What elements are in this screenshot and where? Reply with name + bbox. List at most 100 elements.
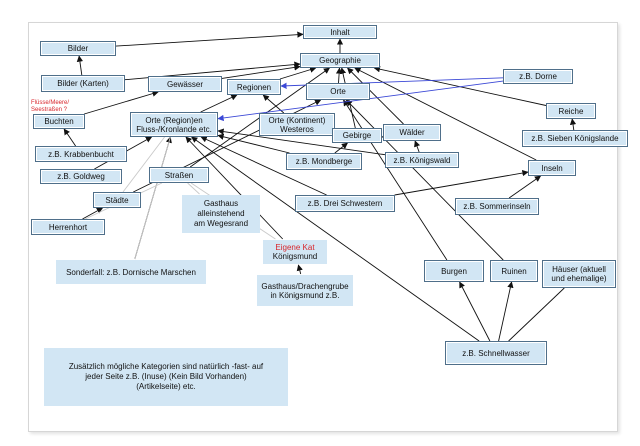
- node-zusatz[interactable]: Zusätzlich mögliche Kategorien sind natü…: [44, 348, 288, 406]
- edge-krabbenbucht-to-buchten: [63, 128, 76, 147]
- edge-schnellwasser-to-haeuser: [508, 287, 565, 342]
- node-goldweg[interactable]: z.B. Goldweg: [40, 169, 122, 184]
- edge-drachengrube-to-eigene-kat: [296, 264, 303, 275]
- edge-drei-schwestern-to-orte-region: [200, 136, 327, 196]
- node-sommerinseln-label-0: z.B. Sommerinseln: [463, 202, 531, 211]
- node-gasthaus-label-0: Gasthaus: [203, 199, 239, 208]
- edge-buchten-to-gewaesser: [84, 90, 159, 115]
- node-schnellwasser[interactable]: z.B. Schnellwasser: [445, 341, 547, 365]
- edge-staedte-to-orte-region: [122, 136, 165, 193]
- node-drei-schwestern-label-0: z.B. Drei Schwestern: [307, 199, 383, 208]
- node-sommerinseln[interactable]: z.B. Sommerinseln: [455, 198, 539, 215]
- edge-strassen-to-geographie: [189, 67, 331, 168]
- node-orte[interactable]: Orte: [306, 83, 370, 100]
- node-koenigslande[interactable]: z.B. Sieben Königslande: [522, 130, 628, 147]
- node-bilder-label-0: Bilder: [67, 44, 89, 53]
- edge-dorne-to-orte-region: [217, 80, 504, 122]
- edge-drei-schwestern-to-inseln: [394, 169, 529, 196]
- node-dorne-label-0: z.B. Dorne: [519, 72, 557, 81]
- node-gasthaus-label-2: am Wegesrand: [193, 219, 249, 228]
- node-orte-kontinent-label-1: Westeros: [280, 124, 314, 134]
- node-reiche-label-0: Reiche: [558, 106, 584, 116]
- node-reiche[interactable]: Reiche: [546, 103, 596, 119]
- node-bilder-karten[interactable]: Bilder (Karten): [41, 75, 125, 92]
- node-bilder-karten-label-0: Bilder (Karten): [57, 79, 109, 88]
- node-regionen[interactable]: Regionen: [227, 79, 281, 95]
- node-drachengrube-label-0: Gasthaus/Drachengrube: [261, 281, 349, 291]
- node-waelder[interactable]: Wälder: [383, 124, 441, 141]
- node-koenigswald-label-0: z.B. Königswald: [393, 155, 451, 165]
- edge-sommerinseln-to-inseln: [508, 175, 542, 199]
- node-drei-schwestern[interactable]: z.B. Drei Schwestern: [295, 195, 395, 212]
- node-krabbenbucht[interactable]: z.B. Krabbenbucht: [35, 146, 127, 162]
- edge-bilder-karten-to-bilder: [76, 55, 84, 76]
- node-orte-kontinent[interactable]: Orte (Kontinent)Westeros: [259, 113, 335, 136]
- edge-herrenhort-to-staedte: [82, 207, 104, 220]
- node-koenigslande-label-0: z.B. Sieben Königslande: [531, 134, 619, 143]
- node-zusatz-label-1: jeder Seite z.B. (Inuse) (Kein Bild Vorh…: [85, 372, 247, 381]
- node-geographie-label-0: Geographie: [319, 56, 361, 65]
- node-inseln[interactable]: Inseln: [528, 160, 576, 176]
- side-note-line-2: Seestraßen ?: [31, 107, 68, 113]
- edge-marschen-to-orte-region: [134, 136, 171, 260]
- edge-schnellwasser-to-ruinen: [498, 281, 514, 342]
- edge-waelder-to-geographie: [347, 67, 404, 125]
- edge-schnellwasser-to-orte-region: [191, 136, 480, 342]
- node-haeuser-label-0: Häuser (aktuell: [552, 265, 606, 274]
- side-note-fluesse: Flüsse/Meere/ Seestraßen ?: [31, 100, 79, 118]
- node-zusatz-label-2: (Artikelseite) etc.: [136, 382, 196, 391]
- node-mondberge-label-0: z.B. Mondberge: [295, 157, 353, 166]
- node-herrenhort[interactable]: Herrenhort: [31, 219, 105, 235]
- node-strassen[interactable]: Straßen: [149, 167, 209, 183]
- node-gebirge-label-0: Gebirge: [342, 131, 372, 140]
- node-marschen-label-0: Sonderfall: z.B. Dornische Marschen: [66, 267, 196, 277]
- edge-eigene-kat-to-orte-region: [185, 136, 284, 240]
- node-goldweg-label-0: z.B. Goldweg: [57, 172, 105, 181]
- node-staedte-label-0: Städte: [105, 195, 129, 205]
- node-inhalt-label-0: Inhalt: [330, 27, 350, 37]
- node-zusatz-label-0: Zusätzlich mögliche Kategorien sind natü…: [68, 362, 264, 371]
- node-bilder[interactable]: Bilder: [40, 41, 116, 56]
- node-regionen-label-0: Regionen: [236, 82, 272, 92]
- node-orte-region-label-1: Fluss-/Kronlande etc.: [136, 124, 212, 134]
- node-gewaesser[interactable]: Gewässer: [148, 76, 222, 92]
- node-inhalt[interactable]: Inhalt: [303, 25, 377, 39]
- node-dorne[interactable]: z.B. Dorne: [503, 69, 573, 84]
- edge-bilder-to-inhalt: [115, 31, 304, 47]
- edge-gasthaus-to-strassen: [187, 182, 200, 195]
- edge-koenigswald-to-orte-region: [217, 128, 386, 156]
- edge-burgen-to-orte: [343, 99, 448, 261]
- node-eigene-kat-label-0: Eigene Kat: [275, 243, 315, 252]
- node-schnellwasser-label-0: z.B. Schnellwasser: [462, 348, 530, 358]
- node-orte-kontinent-label-0: Orte (Kontinent): [268, 115, 326, 125]
- edge-inseln-to-geographie: [354, 67, 537, 161]
- node-staedte[interactable]: Städte: [93, 192, 141, 208]
- node-koenigswald[interactable]: z.B. Königswald: [385, 152, 459, 168]
- edge-koenigswald-to-waelder: [414, 140, 420, 153]
- node-orte-label-0: Orte: [330, 87, 346, 96]
- node-mondberge[interactable]: z.B. Mondberge: [286, 153, 362, 170]
- node-geographie[interactable]: Geographie: [300, 53, 380, 68]
- node-drachengrube-label-1: in Königsmund z.B.: [270, 290, 340, 300]
- side-note-line-1: Flüsse/Meere/: [31, 100, 70, 106]
- node-gebirge[interactable]: Gebirge: [332, 128, 382, 143]
- node-buchten-label-0: Buchten: [44, 117, 74, 126]
- node-herrenhort-label-0: Herrenhort: [48, 222, 88, 232]
- edge-ruinen-to-orte: [345, 99, 504, 261]
- node-marschen[interactable]: Sonderfall: z.B. Dornische Marschen: [56, 260, 206, 284]
- node-burgen[interactable]: Burgen: [424, 260, 484, 282]
- node-ruinen-label-0: Ruinen: [501, 266, 527, 276]
- node-ruinen[interactable]: Ruinen: [490, 260, 538, 282]
- edge-gewaesser-to-geographie: [221, 64, 301, 79]
- node-orte-region-label-0: Orte (Region)en: [145, 115, 203, 125]
- node-buchten[interactable]: Buchten: [33, 114, 85, 129]
- edge-regionen-to-geographie: [279, 66, 317, 80]
- edge-mondberge-to-orte-region: [217, 133, 290, 154]
- node-eigene-kat-label-1: Königsmund: [272, 252, 318, 261]
